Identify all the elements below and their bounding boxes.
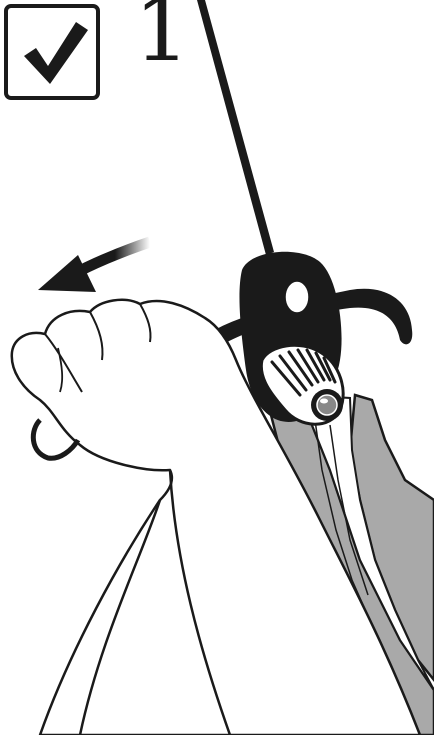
step-number: 1	[134, 0, 188, 74]
direction-arrow	[38, 242, 150, 292]
step-complete-badge	[4, 4, 100, 100]
checkmark-icon	[8, 8, 96, 96]
